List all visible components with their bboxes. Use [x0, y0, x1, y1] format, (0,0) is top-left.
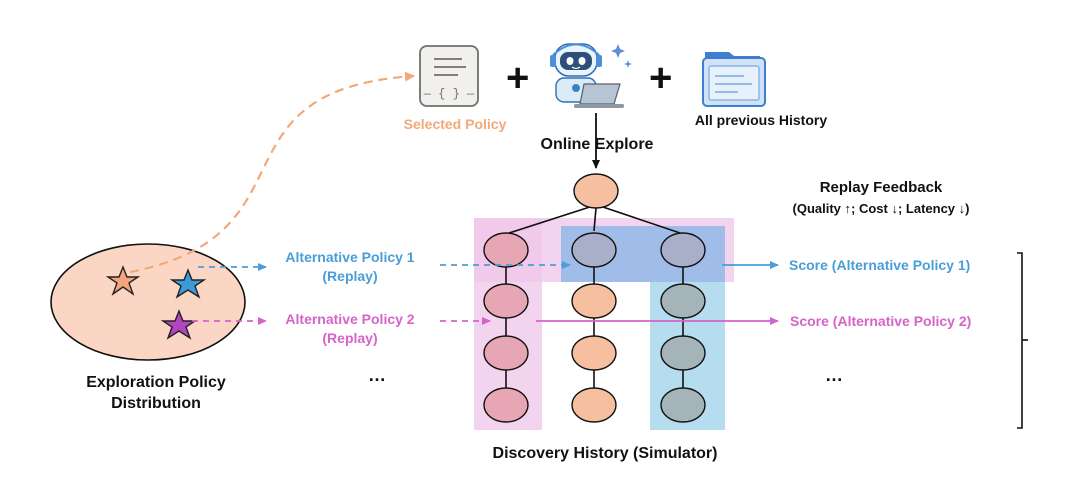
tree-node [571, 387, 617, 423]
tree-node [571, 232, 617, 268]
tree-node [483, 232, 529, 268]
tree-node [660, 387, 706, 423]
tree-node [483, 387, 529, 423]
alt-policy-2-name: Alternative Policy 2 [285, 311, 415, 327]
alt-policy-2-label: Alternative Policy 2 (Replay) [285, 310, 414, 348]
tree-node [660, 335, 706, 371]
alt-policy-1-name: Alternative Policy 1 [285, 249, 415, 265]
alt-policy-1-replay: (Replay) [322, 268, 378, 284]
tree-node [483, 283, 529, 319]
document-icon-glyph: — { } — [423, 87, 475, 101]
tree-node [571, 335, 617, 371]
plus-sign: + [649, 56, 673, 100]
selected-policy-label: Selected Policy [403, 116, 507, 132]
exploration-distribution-label: Exploration Policy Distribution [86, 372, 226, 414]
robot-with-laptop-icon [550, 43, 632, 108]
tree-node [660, 283, 706, 319]
replay-feedback-title: Replay Feedback [819, 179, 943, 196]
exploration-distribution-line2: Distribution [111, 395, 201, 412]
alt-policy-2-replay: (Replay) [322, 330, 378, 346]
tree-node [660, 232, 706, 268]
star-icon-alternative-2 [160, 309, 198, 340]
plus-sign: + [506, 56, 530, 100]
left-ellipsis: … [368, 365, 386, 385]
online-explore-label: Online Explore [540, 136, 654, 153]
tree-edges [505, 204, 684, 389]
feedback-bracket [1017, 252, 1023, 429]
alt-policy-1-label: Alternative Policy 1 (Replay) [285, 248, 414, 286]
tree-nodes [483, 173, 706, 423]
document-icon: — { } — [419, 45, 479, 107]
score-1-label: Score (Alternative Policy 1) [789, 257, 971, 273]
all-history-label: All previous History [694, 112, 828, 128]
replay-feedback-subtitle: (Quality ↑; Cost ↓; Latency ↓) [792, 201, 970, 216]
star-icon-selected [105, 265, 141, 296]
right-ellipsis: … [825, 365, 843, 385]
folder-window-icon [702, 52, 766, 107]
star-icon-alternative-1 [169, 268, 207, 299]
root-node [573, 173, 619, 209]
tree-node [483, 335, 529, 371]
discovery-history-label: Discovery History (Simulator) [492, 445, 718, 462]
exploration-distribution-line1: Exploration Policy [86, 374, 226, 391]
score-2-label: Score (Alternative Policy 2) [790, 313, 972, 329]
selected-policy-arrow [129, 71, 415, 274]
exploration-distribution-ellipse [50, 243, 246, 361]
tree-node [571, 283, 617, 319]
